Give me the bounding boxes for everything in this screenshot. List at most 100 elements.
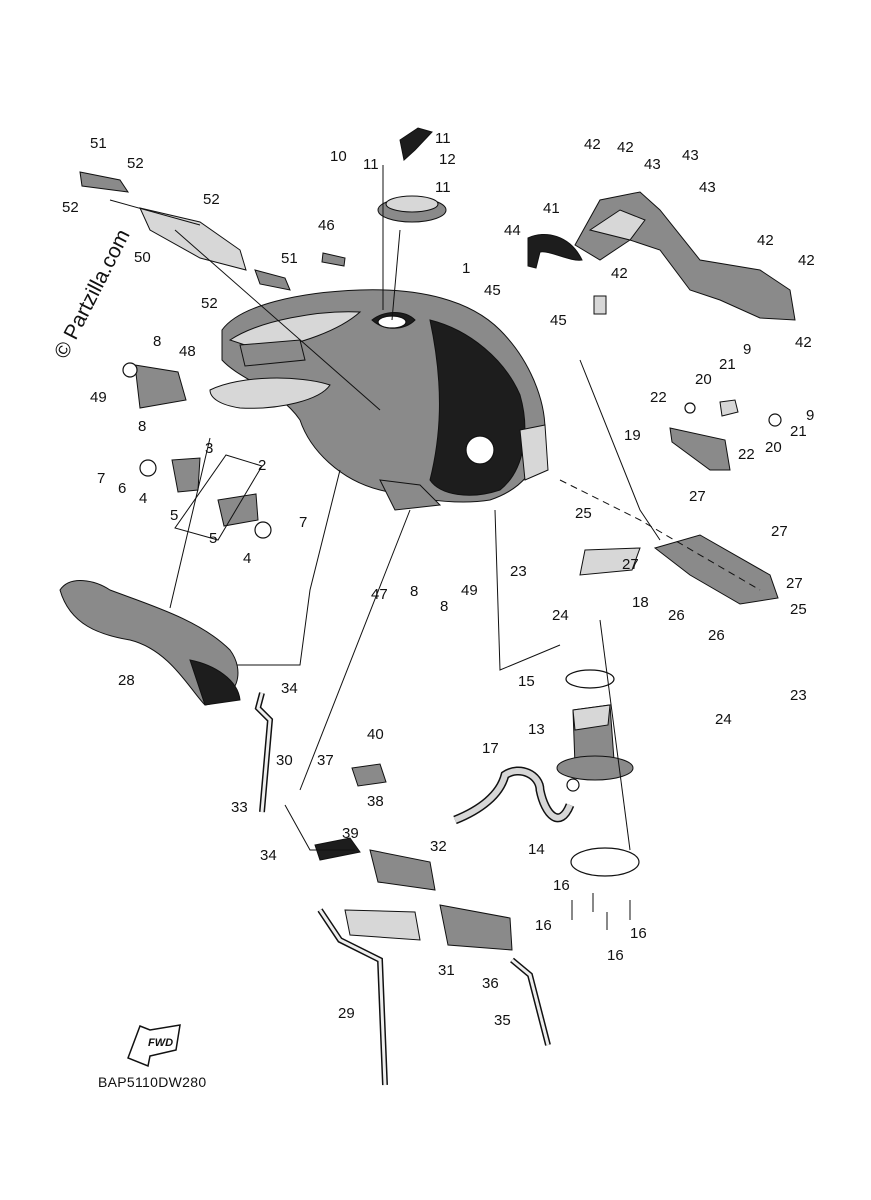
- callout-18: 18: [632, 594, 649, 611]
- callout-22: 22: [738, 446, 755, 463]
- callout-8: 8: [440, 598, 448, 615]
- callout-43: 43: [682, 147, 699, 164]
- diagram-code: BAP5110DW280: [98, 1074, 206, 1090]
- callout-6: 6: [118, 480, 126, 497]
- callout-38: 38: [367, 793, 384, 810]
- callout-42: 42: [757, 232, 774, 249]
- callout-52: 52: [62, 199, 79, 216]
- callout-42: 42: [795, 334, 812, 351]
- fuel-hose-part: [453, 766, 575, 825]
- callout-34: 34: [281, 680, 298, 697]
- vent-hoses-part: [254, 692, 551, 1086]
- callout-9: 9: [743, 341, 751, 358]
- callout-22: 22: [650, 389, 667, 406]
- callout-31: 31: [438, 962, 455, 979]
- callout-16: 16: [607, 947, 624, 964]
- side-cover-part: [59, 580, 241, 706]
- callout-27: 27: [689, 488, 706, 505]
- callout-50: 50: [134, 249, 151, 266]
- callout-12: 12: [439, 151, 456, 168]
- fwd-label: FWD: [148, 1037, 173, 1049]
- callout-33: 33: [231, 799, 248, 816]
- callout-21: 21: [790, 423, 807, 440]
- callout-10: 10: [330, 148, 347, 165]
- callout-3: 3: [205, 440, 213, 457]
- callout-27: 27: [622, 556, 639, 573]
- callout-15: 15: [518, 673, 535, 690]
- callout-23: 23: [510, 563, 527, 580]
- callout-48: 48: [179, 343, 196, 360]
- left-mount-part: [122, 362, 272, 541]
- watermark-text: © Partzilla.com: [50, 226, 135, 363]
- callout-8: 8: [153, 333, 161, 350]
- callout-44: 44: [504, 222, 521, 239]
- callout-8: 8: [138, 418, 146, 435]
- callout-40: 40: [367, 726, 384, 743]
- callout-17: 17: [482, 740, 499, 757]
- callout-45: 45: [550, 312, 567, 329]
- callout-2: 2: [258, 457, 266, 474]
- callout-28: 28: [118, 672, 135, 689]
- callout-36: 36: [482, 975, 499, 992]
- callout-16: 16: [535, 917, 552, 934]
- callout-30: 30: [276, 752, 293, 769]
- callout-39: 39: [342, 825, 359, 842]
- fuel-tank-part: [209, 289, 549, 511]
- callout-8: 8: [410, 583, 418, 600]
- callout-47: 47: [371, 586, 388, 603]
- callout-35: 35: [494, 1012, 511, 1029]
- callout-24: 24: [715, 711, 732, 728]
- callout-20: 20: [765, 439, 782, 456]
- callout-16: 16: [553, 877, 570, 894]
- callout-25: 25: [575, 505, 592, 522]
- callout-42: 42: [584, 136, 601, 153]
- callout-52: 52: [127, 155, 144, 172]
- callout-32: 32: [430, 838, 447, 855]
- callout-52: 52: [201, 295, 218, 312]
- callout-11: 11: [435, 130, 451, 147]
- callout-21: 21: [719, 356, 736, 373]
- callout-1: 1: [462, 260, 470, 277]
- callout-13: 13: [528, 721, 545, 738]
- callout-52: 52: [203, 191, 220, 208]
- callout-9: 9: [806, 407, 814, 424]
- callout-25: 25: [790, 601, 807, 618]
- callout-29: 29: [338, 1005, 355, 1022]
- callout-43: 43: [699, 179, 716, 196]
- callout-5: 5: [209, 530, 217, 547]
- callout-41: 41: [543, 200, 560, 217]
- fuel-cap-part: [377, 127, 447, 321]
- callout-42: 42: [798, 252, 815, 269]
- callout-51: 51: [281, 250, 298, 267]
- callout-24: 24: [552, 607, 569, 624]
- callout-11: 11: [363, 156, 379, 173]
- callout-49: 49: [461, 582, 478, 599]
- right-bracket-part: [669, 399, 782, 471]
- side-rail-part: [559, 479, 779, 605]
- callout-7: 7: [97, 470, 105, 487]
- callout-43: 43: [644, 156, 661, 173]
- callout-23: 23: [790, 687, 807, 704]
- canister-part: [314, 763, 513, 951]
- callout-26: 26: [708, 627, 725, 644]
- callout-34: 34: [260, 847, 277, 864]
- callout-14: 14: [528, 841, 545, 858]
- callout-42: 42: [611, 265, 628, 282]
- callout-27: 27: [786, 575, 803, 592]
- callout-27: 27: [771, 523, 788, 540]
- callout-5: 5: [170, 507, 178, 524]
- fuel-pump-part: [556, 669, 640, 930]
- callout-45: 45: [484, 282, 501, 299]
- forward-direction-arrow: FWD: [127, 1024, 181, 1068]
- callout-11: 11: [435, 179, 451, 196]
- callout-4: 4: [243, 550, 251, 567]
- callout-4: 4: [139, 490, 147, 507]
- callout-51: 51: [90, 135, 107, 152]
- assembly-lines: [169, 359, 661, 851]
- left-bracket-part: [79, 171, 381, 411]
- rear-subframe-part: [527, 191, 796, 321]
- callout-26: 26: [668, 607, 685, 624]
- callout-37: 37: [317, 752, 334, 769]
